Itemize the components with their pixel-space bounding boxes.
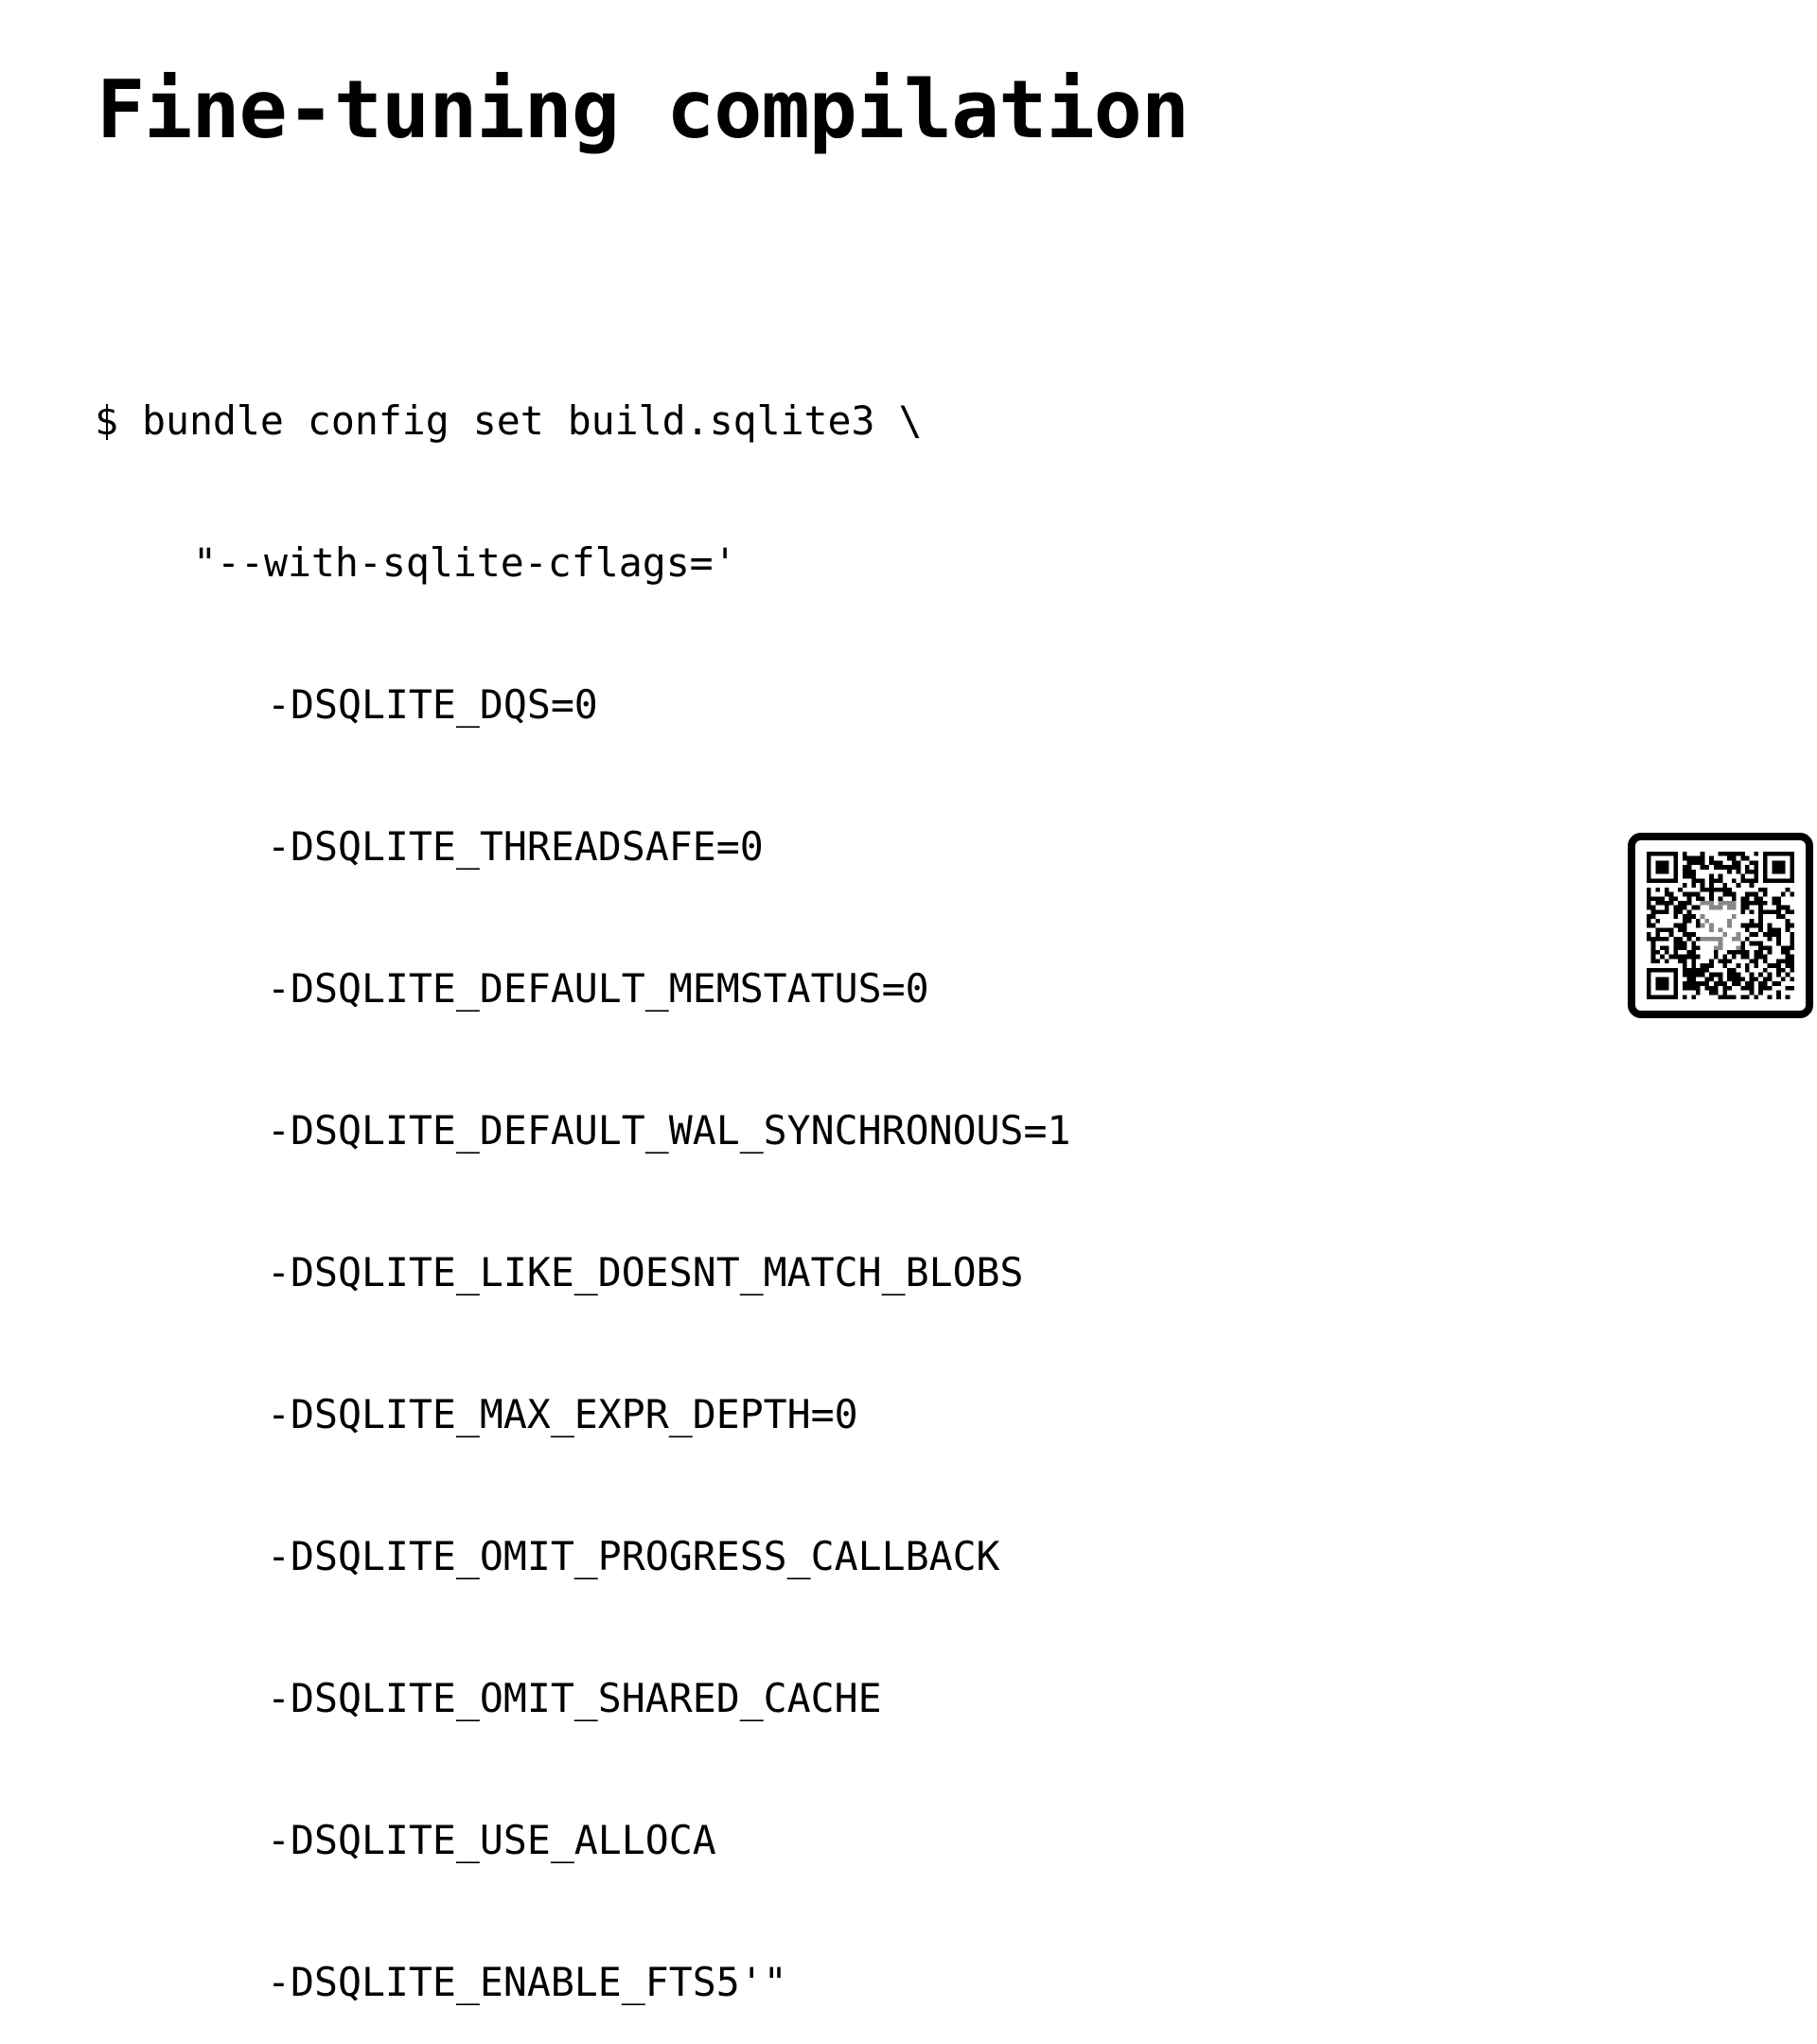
- code-line-flag: -DSQLITE_DEFAULT_WAL_SYNCHRONOUS=1: [267, 1107, 1071, 1154]
- code-line-flag: -DSQLITE_DEFAULT_MEMSTATUS=0: [267, 965, 929, 1012]
- qr-code[interactable]: [1628, 833, 1813, 1018]
- code-line-command: $ bundle config set build.sqlite3 \: [95, 397, 923, 444]
- code-line-cflags-open: "--with-sqlite-cflags=': [193, 539, 737, 586]
- code-line-flag: -DSQLITE_LIKE_DOESNT_MATCH_BLOBS: [267, 1249, 1024, 1295]
- code-line-flag: -DSQLITE_THREADSAFE=0: [267, 823, 764, 870]
- code-line-flag: -DSQLITE_OMIT_PROGRESS_CALLBACK: [267, 1533, 1000, 1579]
- code-line-flag: -DSQLITE_USE_ALLOCA: [267, 1817, 716, 1863]
- code-line-flag: -DSQLITE_OMIT_SHARED_CACHE: [267, 1675, 882, 1721]
- slide-title: Fine-tuning compilation: [97, 63, 1190, 157]
- code-block: $ bundle config set build.sqlite3 \ "--w…: [95, 303, 1071, 2044]
- qr-code-icon: [1647, 852, 1794, 999]
- code-line-flag: -DSQLITE_ENABLE_FTS5'": [267, 1959, 787, 2005]
- code-line-flag: -DSQLITE_MAX_EXPR_DEPTH=0: [267, 1391, 858, 1437]
- code-line-flag: -DSQLITE_DQS=0: [267, 681, 598, 728]
